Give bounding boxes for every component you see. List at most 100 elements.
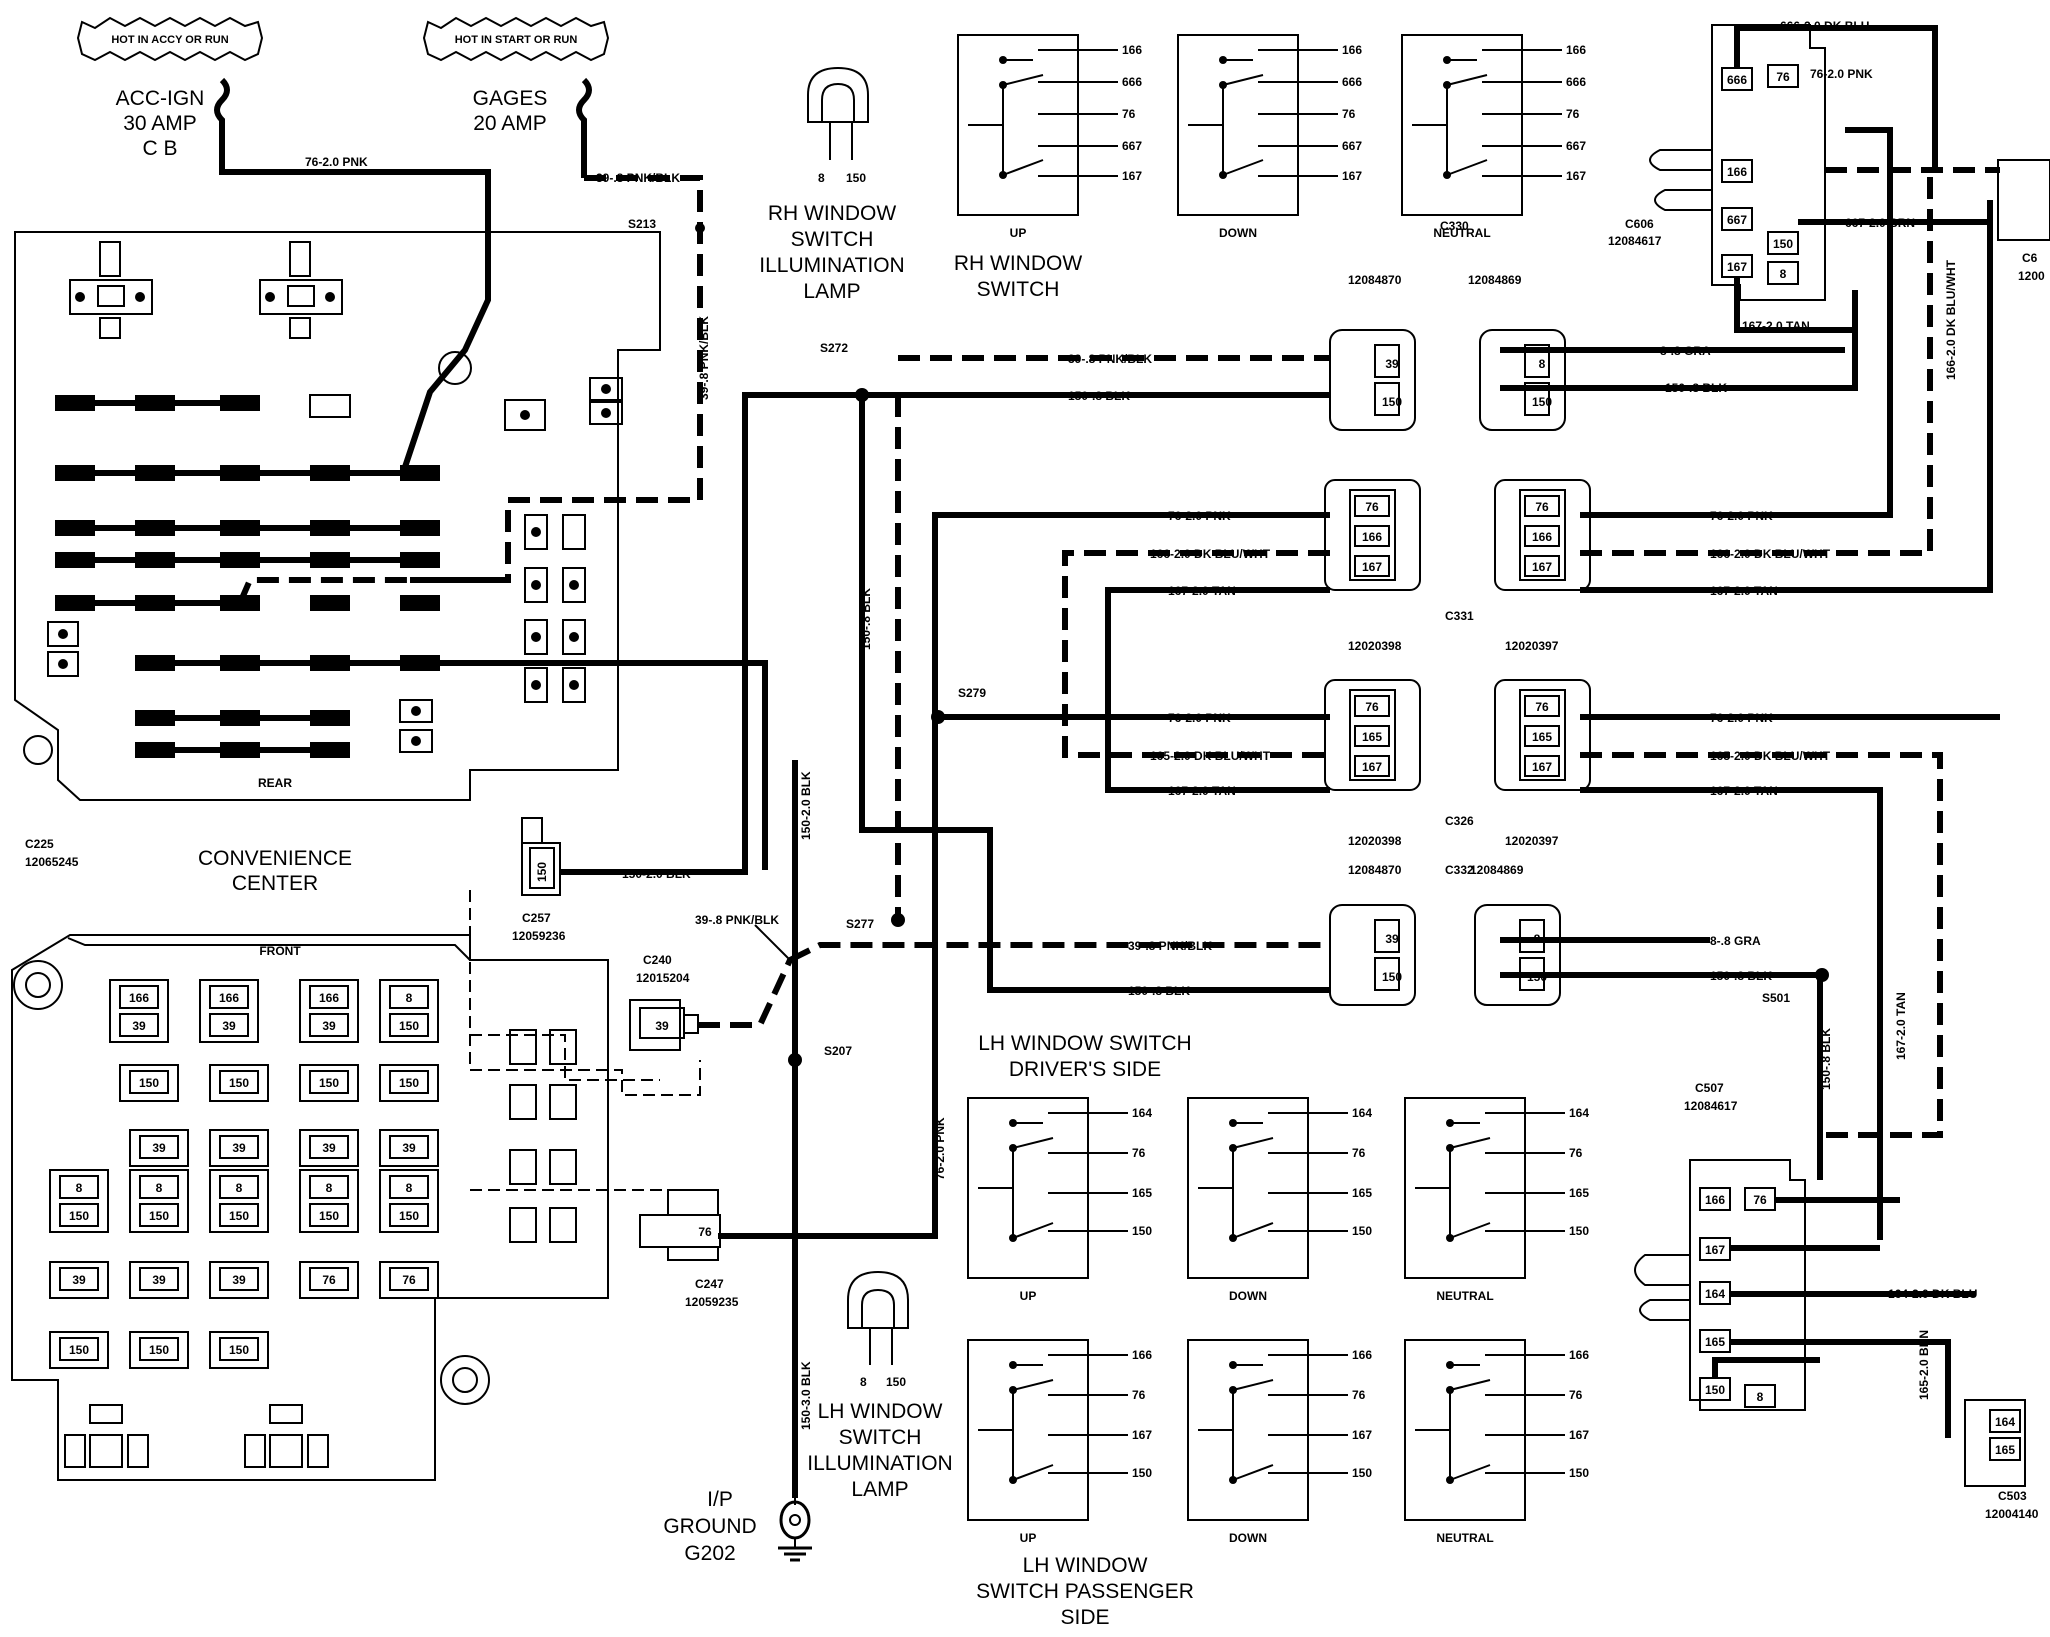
front-fuse-cavity: 39 [129,1129,189,1167]
splice-s213 [695,223,705,233]
svg-text:39: 39 [1385,932,1399,946]
front-fuse-cavity: 150 [129,1331,189,1369]
svg-text:150: 150 [149,1343,169,1357]
wire-label-666-top: 666-2.0 DK BLU [1780,19,1869,33]
c247-connector: 76 C247 12059235 [639,1189,739,1309]
wire-label-76-c326b: 76-2.0 PNK [1710,711,1773,725]
rh-switch-title-2: SWITCH [977,278,1060,301]
svg-text:76: 76 [1569,1388,1583,1402]
svg-text:39: 39 [322,1141,336,1155]
svg-text:39: 39 [152,1141,166,1155]
splice-s277 [891,913,905,927]
wire-label-167-c326b: 167-2.0 TAN [1710,784,1778,798]
svg-text:150: 150 [229,1209,249,1223]
svg-text:76: 76 [1365,500,1379,514]
acc-ign-name: ACC-IGN [116,87,205,110]
c332-part-b: 12084869 [1470,863,1524,877]
svg-text:150: 150 [1382,395,1402,409]
svg-text:8: 8 [1757,1390,1764,1404]
wire-label-150-s272: 150-.8 BLK [859,588,873,650]
svg-text:LAMP: LAMP [803,280,860,303]
svg-text:165: 165 [1995,1443,2015,1457]
wire-label-165-c326: 165-2.0 DK BLU/WHT [1150,749,1271,763]
svg-text:667: 667 [1122,139,1142,153]
svg-text:166: 166 [1727,165,1747,179]
c330-label: C330 [1440,219,1469,233]
front-fuse-cavity: 39 [209,1261,269,1299]
wire-76-c606 [1580,127,1893,518]
c326-part-a: 12020398 [1348,834,1402,848]
svg-text:DOWN: DOWN [1229,1531,1267,1545]
front-fuse-cavity: 150 [119,1064,179,1102]
wire-label-8-c332: 8-.8 GRA [1710,934,1761,948]
wire-76-pnk-main [718,512,1330,1239]
svg-text:150: 150 [535,862,549,882]
wire-label-39-vert: 39-.8 PNK/BLK [697,316,711,400]
wire-label-39-c240: 39-.8 PNK/BLK [695,913,779,927]
svg-text:167: 167 [1532,560,1552,574]
c225-part: 12065245 [25,855,79,869]
svg-text:76: 76 [1122,107,1136,121]
front-fuse-cavity: 150 [49,1331,109,1369]
svg-text:165: 165 [1705,1335,1725,1349]
mini-fuse [509,1207,537,1243]
svg-text:167: 167 [1727,260,1747,274]
front-fuse-cavity: 39 [379,1129,439,1167]
wire-666 [1580,172,1933,556]
splice-s277-label: S277 [846,917,874,931]
wire-label-167-c331: 167-2.0 TAN [1168,584,1236,598]
svg-text:150: 150 [399,1019,419,1033]
svg-text:39: 39 [72,1273,86,1287]
splice-s272-label: S272 [820,341,848,355]
wire-label-150-s501: 150-.8 BLK [1819,1028,1833,1090]
acc-ign-fuse: HOT IN ACCY OR RUN ACC-IGN 30 AMP C B [76,16,264,160]
svg-text:150: 150 [1132,1466,1152,1480]
svg-text:167: 167 [1362,760,1382,774]
front-fuse-cavity: 150 [299,1064,359,1102]
svg-text:76: 76 [1132,1388,1146,1402]
c240-label: C240 [643,953,672,967]
c332-label: C332 [1445,863,1474,877]
wire-label-76-c606: 76-2.0 PNK [1810,67,1873,81]
svg-text:166: 166 [1569,1348,1589,1362]
svg-text:76: 76 [1342,107,1356,121]
svg-text:DOWN: DOWN [1229,1289,1267,1303]
svg-text:8: 8 [1780,267,1787,281]
splice-s207-label: S207 [824,1044,852,1058]
svg-text:76: 76 [1365,700,1379,714]
svg-text:150: 150 [1382,970,1402,984]
wire-label-76-c331b: 76-2.0 PNK [1710,509,1773,523]
svg-text:165: 165 [1362,730,1382,744]
svg-text:39: 39 [132,1019,146,1033]
wire-label-76-top: 76-2.0 PNK [305,155,368,169]
svg-text:164: 164 [1352,1106,1372,1120]
svg-text:76: 76 [1352,1146,1366,1160]
svg-text:8: 8 [406,1181,413,1195]
svg-text:39: 39 [655,1019,669,1033]
lh-illumination-lamp: 8 150 LH WINDOW SWITCH ILLUMINATION LAMP [807,1270,953,1501]
switch-schematics: 16666676667167UP16666676667167DOWN166666… [957,34,1589,1545]
wire-label-39-top: 39-.8 PNK/BLK [596,171,680,185]
svg-text:164: 164 [1132,1106,1152,1120]
svg-text:NEUTRAL: NEUTRAL [1436,1289,1493,1303]
acc-ign-type: C B [142,137,177,160]
svg-text:LH WINDOW: LH WINDOW [818,1400,943,1423]
c606-part: 12084617 [1608,234,1662,248]
svg-text:167: 167 [1532,760,1552,774]
wire-label-167-c606: 167-2.0 TAN [1742,319,1810,333]
ground-label-2: GROUND [663,1515,756,1538]
svg-text:8: 8 [236,1181,243,1195]
svg-text:167: 167 [1566,169,1586,183]
svg-text:166: 166 [319,991,339,1005]
svg-text:164: 164 [1569,1106,1589,1120]
